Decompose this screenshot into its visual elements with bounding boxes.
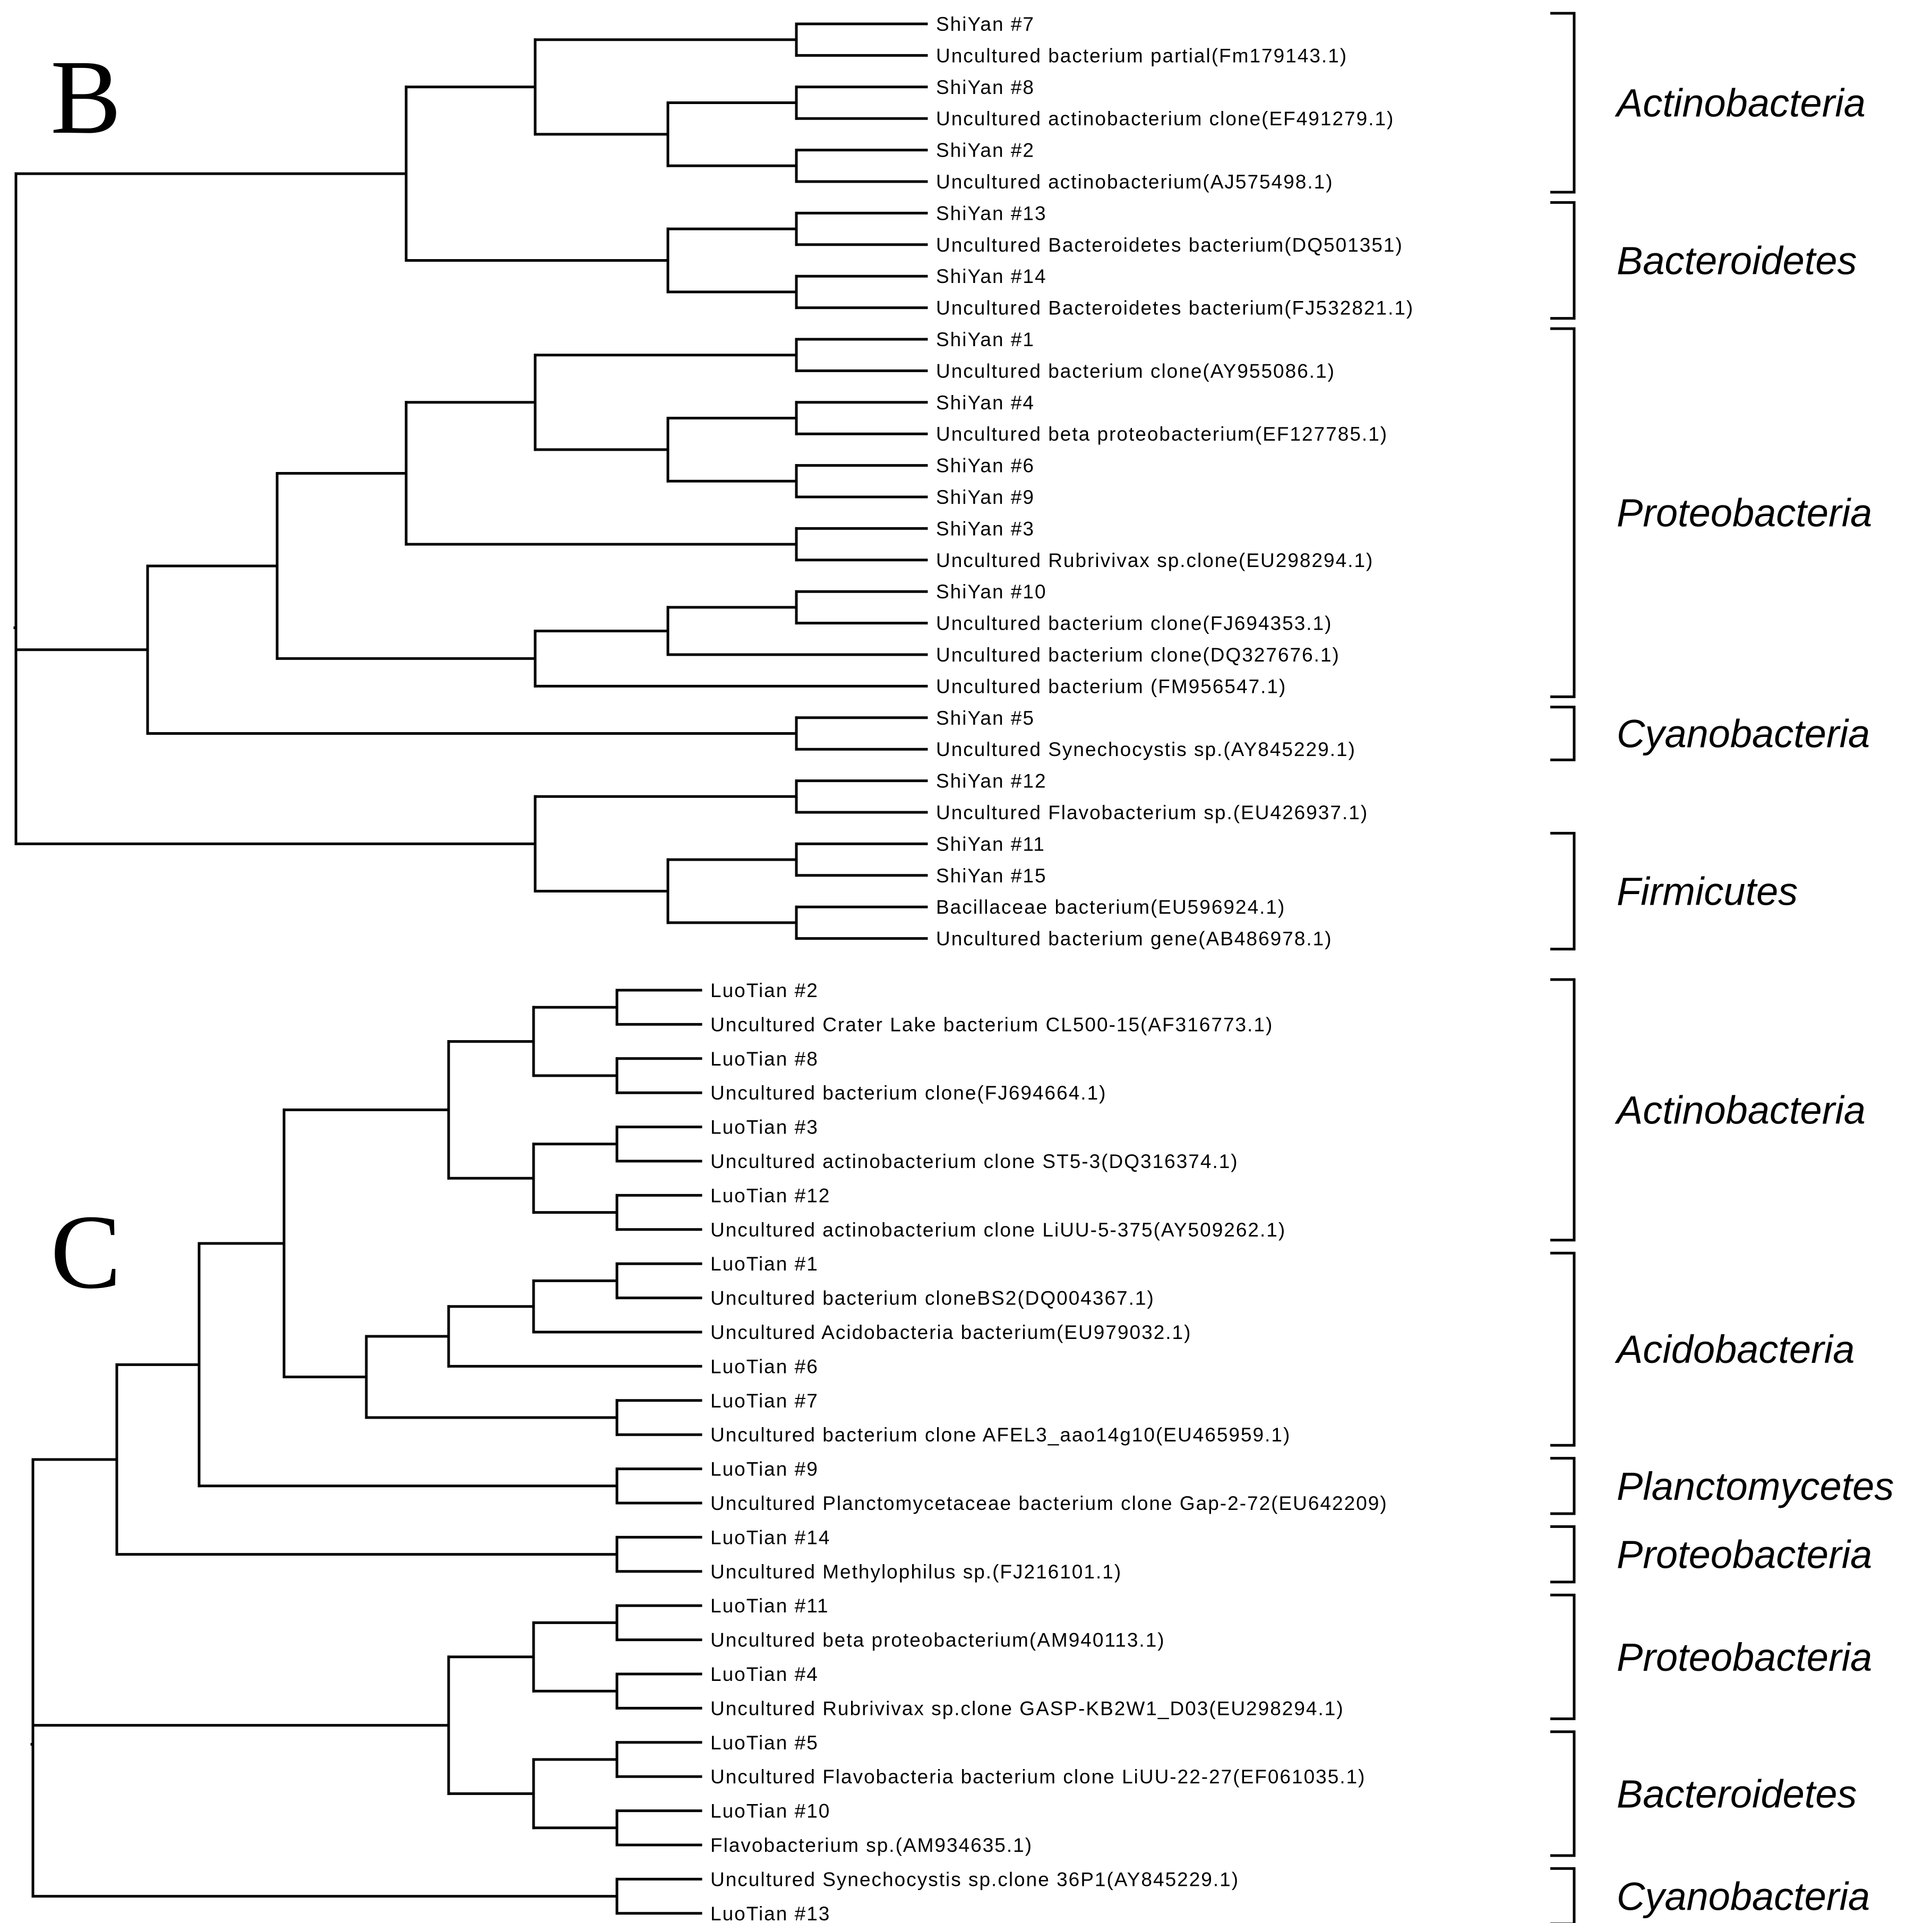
leaf-label: Bacillaceae bacterium(EU596924.1) bbox=[936, 896, 1285, 918]
leaf-label: Uncultured Rubrivivax sp.clone GASP-KB2W… bbox=[710, 1697, 1344, 1719]
group-bracket bbox=[1550, 978, 1576, 1242]
panel-b-tree: ShiYan #7 Uncultured bacterium partial(Fm… bbox=[13, 12, 1872, 951]
leaf-label: ShiYan #11 bbox=[936, 833, 1045, 855]
group-bracket bbox=[1550, 12, 1576, 194]
leaf-label: ShiYan #8 bbox=[936, 76, 1035, 98]
leaf-label: Uncultured Rubrivivax sp.clone(EU298294.… bbox=[936, 550, 1373, 571]
leaf-label: LuoTian #4 bbox=[710, 1663, 819, 1685]
leaf-label: LuoTian #3 bbox=[710, 1117, 819, 1138]
leaf-label: Uncultured bacterium gene(AB486978.1) bbox=[936, 928, 1333, 950]
leaf-label: Uncultured Crater Lake bacterium CL500-1… bbox=[710, 1014, 1273, 1035]
leaf-label: Uncultured bacterium cloneBS2(DQ004367.1… bbox=[710, 1287, 1155, 1309]
group-label: Cyanobacteria bbox=[1617, 1875, 1870, 1919]
leaf-label: LuoTian #2 bbox=[710, 980, 819, 1001]
leaf-label: ShiYan #10 bbox=[936, 581, 1047, 603]
group-bracket bbox=[1550, 327, 1576, 698]
leaf-label: LuoTian #12 bbox=[710, 1184, 830, 1206]
leaf-label: ShiYan #1 bbox=[936, 329, 1035, 350]
leaf-label: Uncultured Synechocystis sp.(AY845229.1) bbox=[936, 739, 1356, 760]
leaf-label: LuoTian #10 bbox=[710, 1800, 830, 1822]
group-bracket bbox=[1550, 1525, 1576, 1584]
group-bracket bbox=[1550, 706, 1576, 761]
leaf-label: LuoTian #13 bbox=[710, 1903, 830, 1923]
leaf-label: Uncultured bacterium clone(AY955086.1) bbox=[936, 360, 1335, 382]
leaf-label: Uncultured Flavobacterium sp.(EU426937.1… bbox=[936, 802, 1368, 823]
group-label: Bacteroidetes bbox=[1617, 1772, 1857, 1816]
leaf-label: ShiYan #9 bbox=[936, 486, 1035, 508]
group-bracket bbox=[1550, 201, 1576, 320]
group-bracket bbox=[1550, 1867, 1576, 1923]
group-label: Proteobacteria bbox=[1617, 1635, 1872, 1679]
leaf-label: LuoTian #14 bbox=[710, 1526, 830, 1548]
leaf-label: ShiYan #5 bbox=[936, 707, 1035, 729]
leaf-label: Uncultured bacterium clone(DQ327676.1) bbox=[936, 644, 1340, 666]
group-bracket bbox=[1550, 1457, 1576, 1515]
group-label: Acidobacteria bbox=[1615, 1327, 1854, 1371]
leaf-label: Uncultured bacterium partial(Fm179143.1) bbox=[936, 45, 1347, 66]
leaf-label: ShiYan #3 bbox=[936, 518, 1035, 539]
leaf-label: Uncultured bacterium clone AFEL3_aao14g1… bbox=[710, 1424, 1291, 1446]
leaf-label: ShiYan #13 bbox=[936, 202, 1047, 224]
leaf-label: Uncultured Flavobacteria bacterium clone… bbox=[710, 1766, 1366, 1788]
group-bracket bbox=[1550, 1251, 1576, 1447]
group-bracket bbox=[1550, 831, 1576, 951]
leaf-label: ShiYan #12 bbox=[936, 770, 1047, 792]
leaf-label: Uncultured actinobacterium clone ST5-3(D… bbox=[710, 1151, 1239, 1172]
leaf-label: Uncultured beta proteobacterium(EF127785… bbox=[936, 423, 1388, 445]
leaf-label: Uncultured Bacteroidetes bacterium(DQ501… bbox=[936, 234, 1403, 256]
leaf-label: Uncultured actinobacterium(AJ575498.1) bbox=[936, 171, 1334, 193]
leaf-label: ShiYan #4 bbox=[936, 392, 1035, 414]
group-label: Bacteroidetes bbox=[1617, 239, 1857, 283]
group-bracket bbox=[1550, 1593, 1576, 1720]
leaf-label: Uncultured Bacteroidetes bacterium(FJ532… bbox=[936, 297, 1414, 319]
leaf-label: LuoTian #6 bbox=[710, 1355, 819, 1377]
leaf-label: LuoTian #9 bbox=[710, 1458, 819, 1480]
panel-c-letter: C bbox=[50, 1194, 121, 1311]
leaf-label: ShiYan #6 bbox=[936, 455, 1035, 477]
leaf-label: Uncultured actinobacterium clone LiUU-5-… bbox=[710, 1219, 1286, 1241]
panel-c-tree: LuoTian #2 Uncultured Crater Lake bacteri… bbox=[30, 978, 1894, 1923]
leaf-label: Uncultured bacterium clone(FJ694353.1) bbox=[936, 613, 1332, 634]
group-label: Actinobacteria bbox=[1615, 81, 1866, 125]
leaf-label: Flavobacterium sp.(AM934635.1) bbox=[710, 1834, 1033, 1856]
leaf-label: LuoTian #7 bbox=[710, 1390, 819, 1412]
group-label: Proteobacteria bbox=[1617, 1533, 1872, 1577]
leaf-label: Uncultured Planctomycetaceae bacterium c… bbox=[710, 1492, 1388, 1514]
group-bracket bbox=[1550, 1730, 1576, 1857]
leaf-label: Uncultured bacterium clone(FJ694664.1) bbox=[710, 1082, 1106, 1104]
leaf-label: ShiYan #2 bbox=[936, 140, 1035, 161]
group-label: Firmicutes bbox=[1617, 870, 1798, 914]
panel-b-letter: B bbox=[50, 39, 121, 156]
leaf-label: LuoTian #11 bbox=[710, 1595, 829, 1617]
leaf-label: ShiYan #15 bbox=[936, 865, 1047, 887]
leaf-label: Uncultured Synechocystis sp.clone 36P1(A… bbox=[710, 1868, 1239, 1890]
group-label: Planctomycetes bbox=[1617, 1464, 1894, 1508]
leaf-label: Uncultured bacterium (FM956547.1) bbox=[936, 675, 1286, 697]
group-label: Cyanobacteria bbox=[1617, 712, 1870, 756]
leaf-label: Uncultured Acidobacteria bacterium(EU979… bbox=[710, 1321, 1191, 1343]
leaf-label: ShiYan #7 bbox=[936, 13, 1035, 35]
leaf-label: LuoTian #8 bbox=[710, 1048, 819, 1070]
leaf-label: ShiYan #14 bbox=[936, 265, 1047, 287]
leaf-label: Uncultured actinobacterium clone(EF49127… bbox=[936, 108, 1394, 130]
leaf-label: Uncultured beta proteobacterium(AM940113… bbox=[710, 1629, 1165, 1651]
leaf-label: LuoTian #5 bbox=[710, 1732, 819, 1754]
leaf-label: Uncultured Methylophilus sp.(FJ216101.1) bbox=[710, 1561, 1122, 1583]
leaf-label: LuoTian #1 bbox=[710, 1253, 819, 1275]
group-label: Proteobacteria bbox=[1617, 491, 1872, 535]
group-label: Actinobacteria bbox=[1615, 1088, 1866, 1132]
